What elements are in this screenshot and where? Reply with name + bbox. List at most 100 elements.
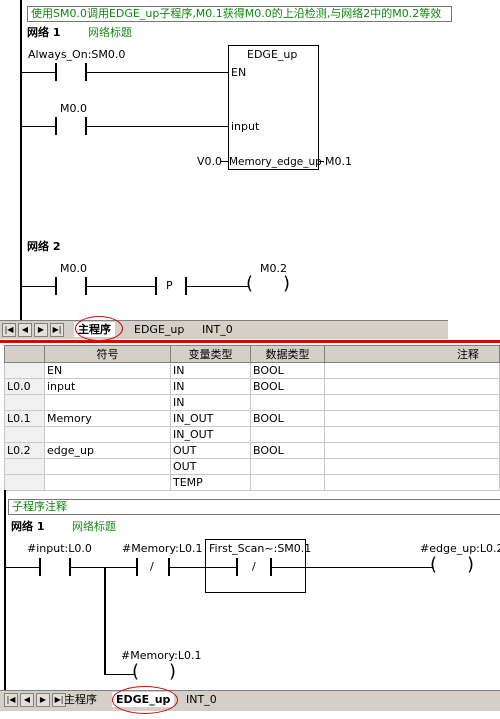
cell-data-type[interactable] [250,458,325,475]
pin-memory: Memory_edge_up [229,156,322,168]
cell-addr [4,362,45,379]
cell-addr [4,458,45,475]
cell-comment[interactable] [324,378,500,395]
first-scan-box [205,539,306,593]
cell-var-type[interactable]: IN_OUT [170,410,251,427]
sub-highlight-circle [112,686,178,714]
cell-data-type[interactable]: BOOL [250,362,325,379]
sub-network-1-label: 网络 1 [11,520,45,533]
sub-contact-first-scan-label: First_Scan~:SM0.1 [209,542,312,555]
cell-data-type[interactable]: BOOL [250,410,325,427]
cell-comment[interactable] [324,442,500,459]
cell-addr [4,394,45,411]
sub-contact-input-label: #input:L0.0 [27,542,92,555]
cell-var-type[interactable]: OUT [170,458,251,475]
table-row[interactable]: IN_OUT [4,426,500,443]
sub-network-1-title[interactable]: 网络标题 [72,520,116,533]
cell-addr: L0.1 [4,410,45,427]
sub-last-tab-button[interactable]: ▶| [52,693,66,707]
sub-next-tab-button[interactable]: ▶ [36,693,50,707]
cell-symbol[interactable] [44,474,171,491]
box-title: EDGE_up [247,48,298,61]
cell-symbol[interactable]: input [44,378,171,395]
highlight-circle [75,316,123,341]
sub-prev-tab-button[interactable]: ◀ [20,693,34,707]
cell-var-type[interactable]: IN [170,394,251,411]
coil-m02-label: M0.2 [260,262,287,275]
cell-var-type[interactable]: TEMP [170,474,251,491]
contact-always-on-label: Always_On:SM0.0 [28,48,126,61]
cell-data-type[interactable] [250,394,325,411]
table-row[interactable]: TEMP [4,474,500,491]
header-data-type[interactable]: 数据类型 [250,345,325,363]
subroutine-comment[interactable]: 子程序注释 [8,499,500,515]
sub-tab-int-0[interactable]: INT_0 [186,693,217,706]
sub-tab-main-program[interactable]: 主程序 [64,693,97,706]
memory-in-operand[interactable]: V0.0 [197,155,223,168]
cell-data-type[interactable]: BOOL [250,442,325,459]
program-comment[interactable]: 使用SM0.0调用EDGE_up子程序,M0.1获得M0.0的上沿检测,与网络2… [27,6,452,22]
cell-var-type[interactable]: IN_OUT [170,426,251,443]
cell-symbol[interactable] [44,426,171,443]
branch-wire [104,567,106,674]
cell-var-type[interactable]: IN [170,362,251,379]
cell-symbol[interactable] [44,394,171,411]
power-rail [20,0,22,320]
header-comment[interactable]: 注释 [324,345,500,363]
sub-first-tab-button[interactable]: |◀ [4,693,18,707]
table-header-row: 符号 变量类型 数据类型 注释 [4,345,500,363]
header-var-type[interactable]: 变量类型 [170,345,251,363]
cell-var-type[interactable]: IN [170,378,251,395]
sub-tab-bar: |◀ ◀ ▶ ▶| 主程序 EDGE_up INT_0 [0,690,500,711]
table-row[interactable]: IN [4,394,500,411]
coil-m02[interactable]: () [246,273,291,294]
sub-contact-memory-label: #Memory:L0.1 [122,542,203,555]
cell-comment[interactable] [324,458,500,475]
main-tab-bar: |◀ ◀ ▶ ▶| 主程序 EDGE_up INT_0 [0,320,448,339]
cell-data-type[interactable] [250,426,325,443]
sub-coil-memory[interactable]: () [132,661,177,682]
prev-tab-button[interactable]: ◀ [18,323,32,337]
cell-symbol[interactable]: EN [44,362,171,379]
last-tab-button[interactable]: ▶| [50,323,64,337]
cell-comment[interactable] [324,394,500,411]
sub-coil-edge-up[interactable]: () [430,554,475,575]
cell-comment[interactable] [324,474,500,491]
cell-addr: L0.2 [4,442,45,459]
memory-out-operand[interactable]: M0.1 [325,155,352,168]
first-tab-button[interactable]: |◀ [2,323,16,337]
cell-var-type[interactable]: OUT [170,442,251,459]
header-addr [4,345,45,363]
main-program-editor: 使用SM0.0调用EDGE_up子程序,M0.1获得M0.0的上沿检测,与网络2… [0,0,500,341]
sub-left-border [4,490,6,690]
contact-m00-n2-label: M0.0 [60,262,87,275]
tab-edge-up[interactable]: EDGE_up [134,323,185,336]
pin-en: EN [231,66,247,79]
cell-symbol[interactable]: edge_up [44,442,171,459]
next-tab-button[interactable]: ▶ [34,323,48,337]
cell-symbol[interactable] [44,458,171,475]
cell-comment[interactable] [324,362,500,379]
cell-data-type[interactable]: BOOL [250,378,325,395]
sub-branch-coil-label: #Memory:L0.1 [121,649,202,662]
tab-int-0[interactable]: INT_0 [202,323,233,336]
cell-data-type[interactable] [250,474,325,491]
network-1-title[interactable]: 网络标题 [88,26,132,39]
cell-addr: L0.0 [4,378,45,395]
cell-addr [4,474,45,491]
edge-up-function-box[interactable]: EDGE_up EN input Memory_edge_up [228,45,322,170]
cell-comment[interactable] [324,426,500,443]
cell-symbol[interactable]: Memory [44,410,171,427]
pin-input: input [231,120,260,133]
contact-m00-label: M0.0 [60,102,87,115]
sub-coil-edge-up-label: #edge_up:L0.2 [420,542,500,555]
table-row[interactable]: OUT [4,458,500,475]
cell-comment[interactable] [324,410,500,427]
header-symbol[interactable]: 符号 [44,345,171,363]
network-1-label: 网络 1 [27,26,61,39]
